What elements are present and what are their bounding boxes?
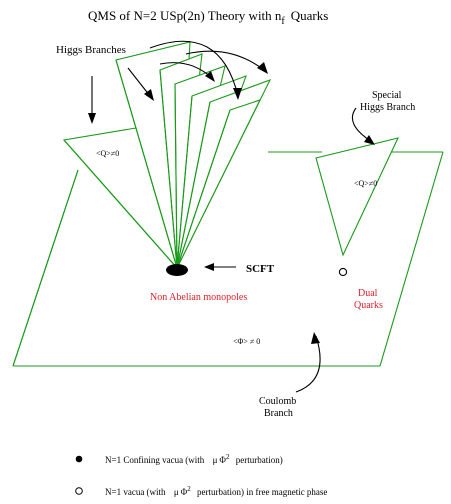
coulomb-arrow bbox=[295, 335, 321, 393]
special-higgs-label-2: Higgs Branch bbox=[360, 102, 415, 113]
special-higgs-label-1: Special bbox=[372, 90, 402, 101]
coulomb-label-2: Branch bbox=[264, 408, 293, 419]
q-vev-left-label: <Q>≠0 bbox=[96, 149, 119, 158]
non-abelian-label: Non Abelian monopoles bbox=[150, 292, 247, 303]
dual-label-1: Dual bbox=[358, 288, 378, 299]
dual-quarks-open-vacuum bbox=[338, 267, 348, 277]
higgs-branch-fan bbox=[62, 41, 272, 270]
phi-vev-label: <Φ> ≠ 0 bbox=[233, 337, 260, 346]
coulomb-plane-right bbox=[379, 151, 444, 367]
higgs-branches-label: Higgs Branches bbox=[56, 44, 126, 56]
higgs-arrows bbox=[88, 40, 268, 124]
legend-open-marker bbox=[75, 487, 83, 495]
special-higgs-triangle bbox=[315, 137, 399, 257]
legend-filled-marker bbox=[75, 455, 83, 463]
q-vev-right-label: <Q>≠0 bbox=[354, 179, 377, 188]
scft-filled-vacuum bbox=[166, 264, 188, 276]
coulomb-label-1: Coulomb bbox=[259, 396, 296, 407]
coulomb-plane-left bbox=[12, 169, 79, 367]
scft-label: SCFT bbox=[246, 263, 275, 275]
dual-label-2: Quarks bbox=[354, 300, 383, 311]
